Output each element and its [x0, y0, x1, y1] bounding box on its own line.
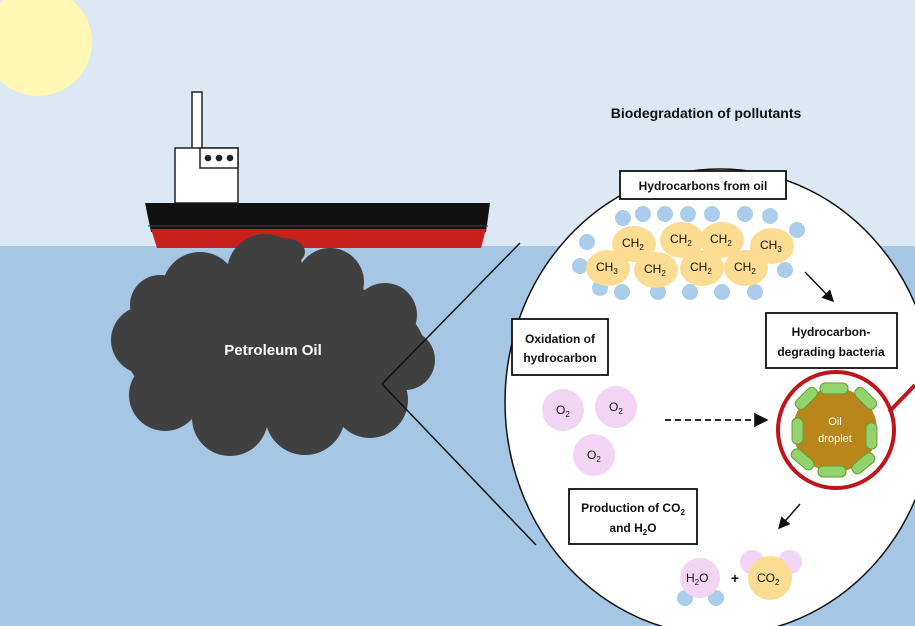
oxygen-molecules: O2 O2 O2	[542, 386, 637, 476]
product-water: H2O	[686, 571, 708, 587]
oxygen-2: O2	[609, 400, 623, 416]
production-box	[568, 488, 698, 545]
arrow-to-products	[778, 503, 801, 530]
zoom-line-top	[381, 242, 521, 385]
oil-tanker-ship	[145, 91, 490, 248]
oil-droplet	[793, 388, 877, 472]
oxidation-label-line1: Oxidation of	[525, 332, 596, 346]
bacteria-label-line2: degrading bacteria	[777, 345, 885, 359]
production-label-line2: and H2O	[609, 521, 656, 537]
bacteria-box	[765, 312, 898, 369]
chain-atom-bottom-1: CH3	[596, 260, 618, 276]
product-co2: CO2	[757, 571, 780, 587]
sun	[0, 0, 92, 96]
diagram-title: Biodegradation of pollutants	[611, 105, 802, 121]
highlight-pointer	[887, 383, 915, 414]
chain-atom-bottom-2: CH2	[644, 262, 666, 278]
oxygen-3: O2	[587, 448, 601, 464]
oxygen-1: O2	[556, 403, 570, 419]
product-plus: +	[731, 570, 739, 586]
oil-spill	[111, 234, 435, 456]
oxidation-box	[511, 318, 609, 376]
chain-atom-bottom-3: CH2	[690, 260, 712, 276]
oil-label: Petroleum Oil	[224, 342, 322, 359]
ship-funnel	[191, 91, 203, 156]
products: H2O + CO2	[677, 550, 802, 606]
chain-atom-top-1: CH2	[622, 236, 644, 252]
porthole	[215, 154, 223, 162]
porthole	[226, 154, 234, 162]
bacteria-label-line1: Hydrocarbon-	[792, 325, 871, 339]
droplet-label-line2: droplet	[818, 433, 852, 445]
hydrocarbon-chain: CH2 CH2 CH2 CH3 CH3 CH2 CH2 CH2	[572, 206, 805, 300]
production-label-line1: Production of CO2	[581, 501, 685, 517]
ship-hull-red	[151, 229, 486, 248]
porthole	[204, 154, 212, 162]
hydrocarbons-box	[619, 170, 787, 200]
arrow-to-bacteria	[804, 271, 835, 303]
highlight-ring	[776, 370, 896, 490]
oil-droplet-group: Oil droplet	[776, 370, 915, 490]
chain-atom-bottom-4: CH2	[734, 260, 756, 276]
ship-hull-black	[145, 203, 490, 232]
chain-atom-top-3: CH2	[710, 232, 732, 248]
chain-atom-top-2: CH2	[670, 232, 692, 248]
hydrocarbons-label: Hydrocarbons from oil	[639, 179, 768, 193]
chain-atom-top-4: CH3	[760, 238, 782, 254]
zoom-line-bottom	[381, 383, 537, 546]
droplet-label-line1: Oil	[828, 416, 841, 428]
oxidation-label-line2: hydrocarbon	[523, 351, 596, 365]
